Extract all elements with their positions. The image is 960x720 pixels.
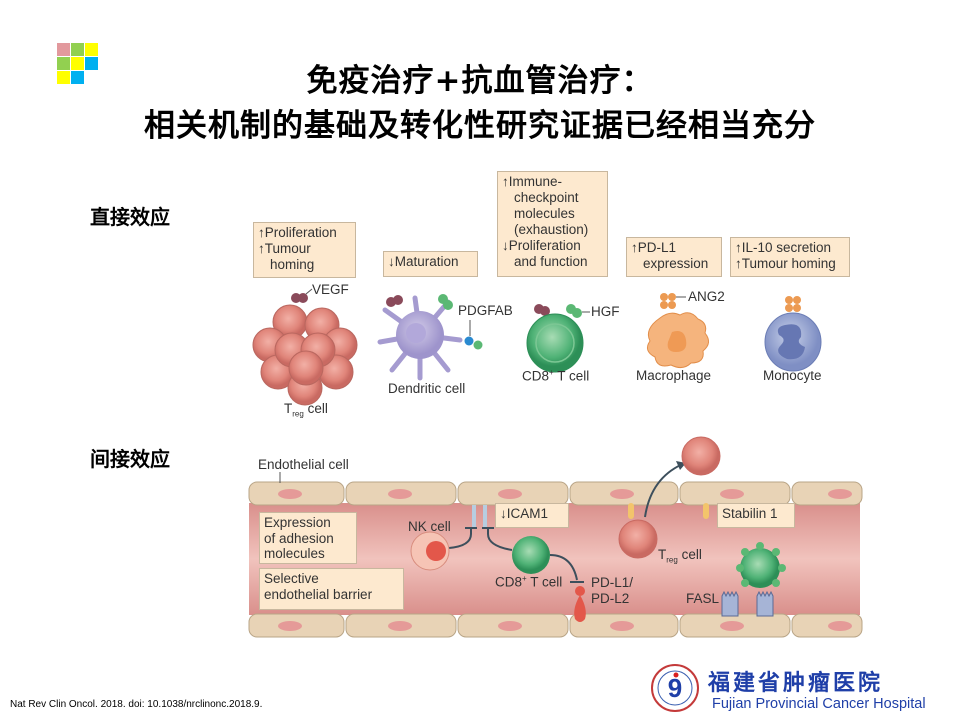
logo-square	[71, 43, 84, 56]
label-text: T	[284, 401, 293, 416]
label-sup: +	[522, 574, 527, 583]
fasl-icon	[721, 590, 774, 617]
box-line: Selective	[264, 571, 319, 586]
ang2-label: ANG2	[688, 289, 725, 304]
label-text: CD8	[522, 368, 550, 384]
tumour-cell-icon	[736, 542, 786, 588]
box-line: of adhesion	[264, 530, 334, 546]
box-line: ↓Proliferation	[502, 238, 581, 253]
logo-square	[57, 43, 70, 56]
box-line: (exhaustion)	[514, 222, 589, 237]
label-text: T cell	[526, 574, 563, 590]
box-line: checkpoint	[514, 190, 579, 205]
box-line: molecules	[514, 206, 575, 221]
monocyte-label: Monocyte	[763, 368, 822, 383]
cd8-cell-label: CD8+ T cell	[522, 368, 589, 384]
svg-text:9: 9	[668, 673, 682, 703]
box-line: ↓ICAM1	[500, 506, 549, 521]
treg-cell-vessel-icon	[618, 519, 658, 559]
box-line: ↑Tumour	[258, 241, 311, 256]
hospital-name-en: Fujian Provincial Cancer Hospital	[712, 696, 926, 712]
label-line: PD-L1/	[591, 575, 634, 590]
citation: Nat Rev Clin Oncol. 2018. doi: 10.1038/n…	[10, 699, 263, 710]
box-line: and function	[514, 254, 588, 269]
adhesion-box: Expression of adhesion molecules	[259, 512, 357, 564]
macrophage-label: Macrophage	[636, 368, 712, 383]
box-line: ↑PD-L1	[631, 240, 677, 255]
treg-cluster-icon	[252, 288, 358, 406]
box-line: homing	[270, 257, 315, 272]
section-direct-label: 直接效应	[90, 205, 170, 229]
treg-effect-box: ↑Proliferation ↑Tumour homing	[253, 222, 356, 278]
box-line: Expression	[264, 515, 331, 530]
macrophage-effect-box: ↑PD-L1 expression	[626, 237, 722, 277]
label-text: T	[658, 547, 667, 562]
migrating-treg-icon	[681, 436, 721, 476]
label-text: CD8	[495, 574, 523, 590]
logo-square	[85, 57, 98, 70]
box-line: ↑Proliferation	[258, 225, 337, 240]
treg-vessel-label: Treg cell	[658, 547, 702, 565]
stabilin-box: Stabilin 1	[717, 503, 795, 528]
pdl-label: PD-L1/PD-L2	[591, 575, 633, 607]
cd8-vessel-label: CD8+ T cell	[495, 574, 562, 590]
endothelial-cell-label: Endothelial cell	[258, 457, 349, 472]
box-line: ↓Maturation	[388, 254, 459, 269]
label-text: T cell	[553, 368, 590, 384]
slide-title-line2: 相关机制的基础及转化性研究证据已经相当充分	[144, 108, 816, 144]
section-indirect-label: 间接效应	[90, 447, 170, 471]
box-line: Stabilin 1	[722, 506, 778, 521]
hospital-emblem-icon: 9	[651, 664, 699, 712]
barrier-box: Selective endothelial barrier	[259, 568, 404, 610]
box-line: ↑IL-10 secretion	[735, 240, 832, 255]
logo-square	[57, 57, 70, 70]
label-sub: reg	[292, 409, 304, 419]
monocyte-icon	[764, 296, 822, 372]
treg-cell-label: Treg cell	[284, 401, 328, 419]
pdgfab-label: PDGFAB	[458, 303, 513, 318]
fasl-label: FASL	[686, 591, 720, 606]
label-sub: reg	[666, 555, 678, 565]
label-sup: +	[549, 368, 554, 377]
logo-square	[71, 57, 84, 70]
label-line: PD-L2	[591, 591, 630, 606]
logo-square	[57, 71, 70, 84]
vegf-label: VEGF	[312, 282, 349, 297]
label-text: cell	[677, 547, 702, 562]
monocyte-effect-box: ↑IL-10 secretion ↑Tumour homing	[730, 237, 850, 277]
logo-square	[71, 71, 84, 84]
box-line: molecules	[264, 546, 325, 561]
logo-square	[85, 43, 98, 56]
cd8-effect-box: ↑Immune- checkpoint molecules (exhaustio…	[497, 171, 608, 277]
macrophage-icon	[646, 293, 709, 369]
box-line: expression	[643, 256, 709, 271]
box-line: ↑Tumour homing	[735, 256, 836, 271]
label-text: cell	[303, 401, 328, 416]
hospital-name-cn: 福建省肿瘤医院	[708, 670, 884, 696]
box-line: ↑Immune-	[502, 174, 563, 189]
box-line: endothelial barrier	[264, 587, 373, 602]
dendritic-effect-box: ↓Maturation	[383, 251, 478, 277]
cd8-t-cell-icon	[526, 304, 590, 373]
dendritic-cell-icon	[377, 294, 483, 381]
nk-cell-label: NK cell	[408, 519, 451, 534]
hgf-label: HGF	[591, 304, 620, 319]
cd8-t-cell-vessel-icon	[512, 536, 550, 574]
slide-title-line1: 免疫治疗+抗血管治疗：	[306, 63, 654, 99]
icam1-box: ↓ICAM1	[495, 503, 569, 528]
dendritic-cell-label: Dendritic cell	[388, 381, 466, 396]
